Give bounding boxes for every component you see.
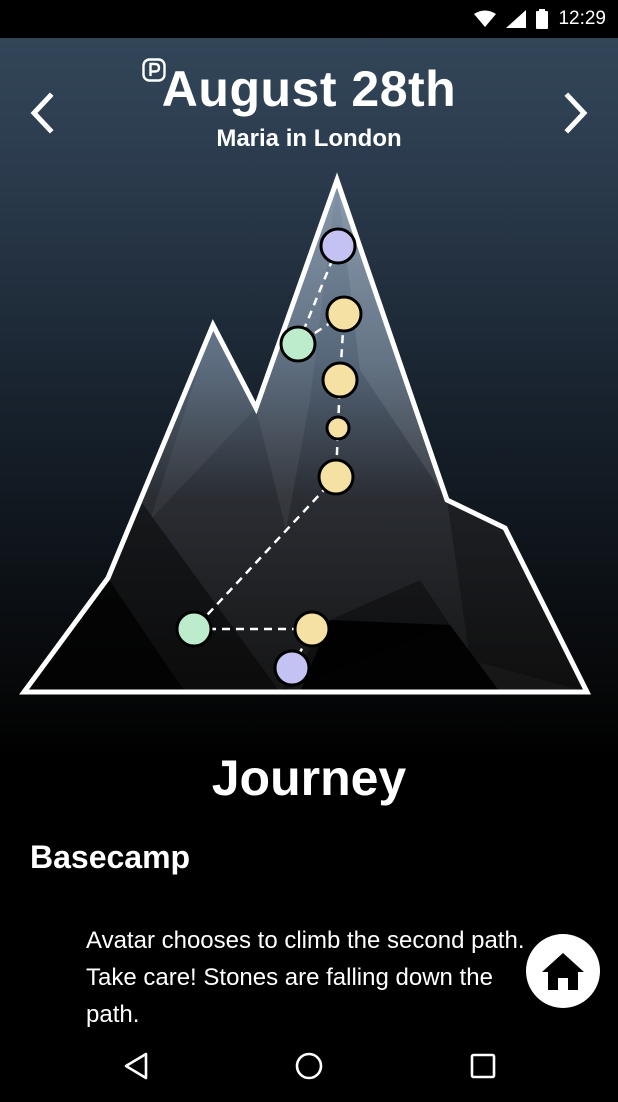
nav-back-button[interactable] [114, 1046, 158, 1086]
recents-icon [470, 1053, 496, 1079]
date-title: August 28th [161, 61, 457, 117]
home-icon [542, 953, 584, 990]
battery-icon [536, 9, 549, 29]
journey-stop-yellow[interactable] [317, 458, 355, 496]
journey-stop-green[interactable] [175, 610, 213, 648]
mountain-shape [19, 172, 592, 695]
journey-stop-yellow[interactable] [321, 361, 359, 399]
subtitle: Maria in London [216, 125, 402, 152]
status-icons: 12:29 [474, 0, 606, 38]
previous-day-button[interactable] [18, 88, 64, 138]
chevron-left-icon [30, 92, 54, 134]
parking-icon [142, 58, 166, 82]
system-nav-bar [0, 1030, 618, 1102]
next-day-button[interactable] [554, 88, 600, 138]
journey-stops [175, 227, 363, 687]
journey-stop-yellow[interactable] [293, 610, 331, 648]
home-button[interactable] [526, 934, 600, 1008]
back-icon [124, 1052, 148, 1080]
journey-stop-lavender[interactable] [273, 649, 311, 687]
home-circle-icon [295, 1052, 323, 1080]
nav-home-button[interactable] [287, 1046, 331, 1086]
section-title: Journey [211, 750, 407, 806]
description-line: Take care! Stones are falling down the [86, 964, 493, 991]
journey-stop-yellow[interactable] [325, 295, 363, 333]
journey-stop-green[interactable] [279, 325, 317, 363]
status-time: 12:29 [558, 8, 606, 29]
stage-title: Basecamp [30, 839, 191, 875]
wifi-icon [474, 10, 497, 27]
description-line: Avatar chooses to climb the second path. [86, 927, 525, 954]
nav-recents-button[interactable] [461, 1046, 505, 1086]
description-line: path. [86, 1001, 140, 1028]
journey-stop-yellow[interactable] [325, 415, 351, 441]
chevron-right-icon [564, 92, 588, 134]
journey-stop-lavender[interactable] [319, 227, 357, 265]
status-bar: 12:29 [0, 0, 618, 38]
stage-description: Avatar chooses to climb the second path.… [86, 922, 556, 1034]
journey-mountain-map [19, 172, 592, 695]
cell-signal-icon [506, 10, 527, 28]
